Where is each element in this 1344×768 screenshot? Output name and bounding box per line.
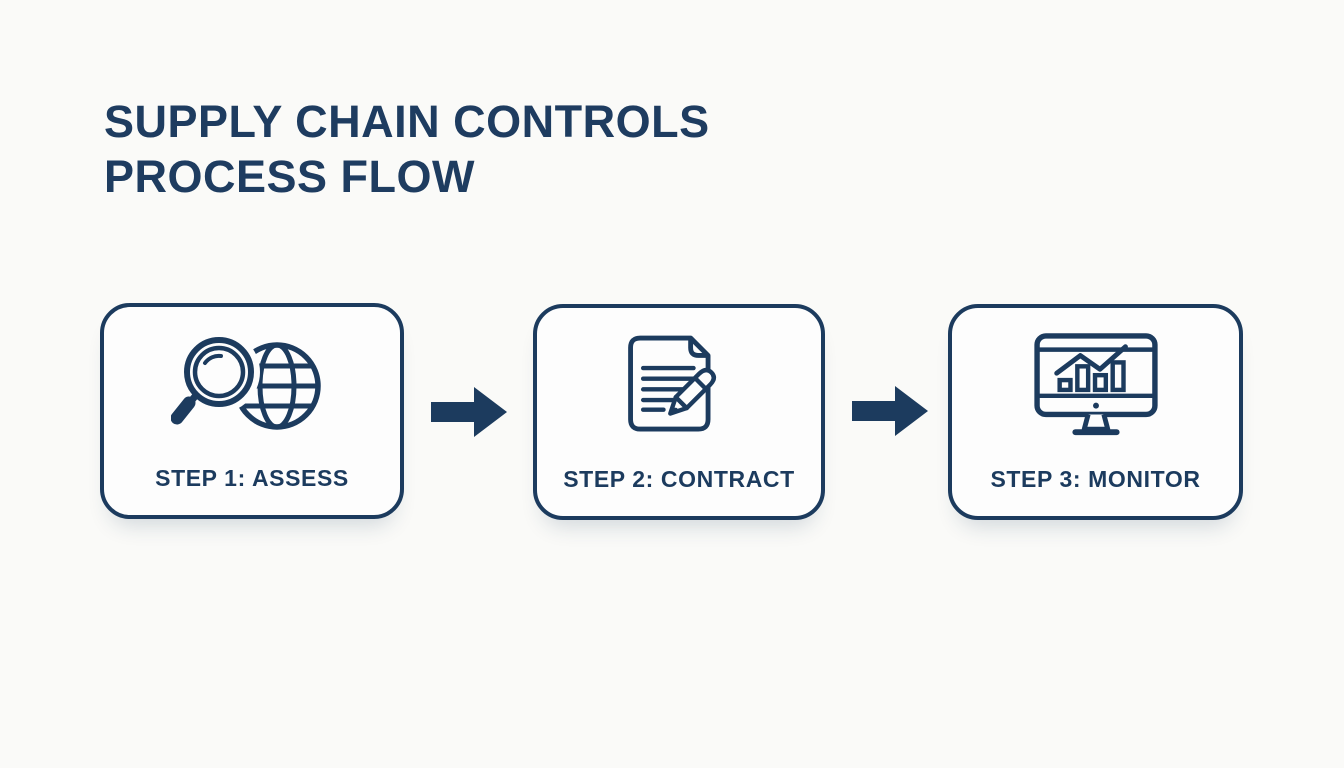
step-box-monitor: STEP 3: MONITOR bbox=[948, 304, 1243, 520]
page-title: SUPPLY CHAIN CONTROLS PROCESS FLOW bbox=[104, 94, 710, 204]
step-box-assess: STEP 1: ASSESS bbox=[100, 303, 404, 519]
right-arrow-icon bbox=[431, 384, 507, 440]
page-title-line-2: PROCESS FLOW bbox=[104, 151, 476, 202]
step-box-contract: STEP 2: CONTRACT bbox=[533, 304, 825, 520]
step-label-assess: STEP 1: ASSESS bbox=[155, 465, 349, 491]
magnifier-globe-icon bbox=[104, 329, 400, 439]
right-arrow-icon bbox=[852, 383, 928, 439]
document-pen-icon bbox=[537, 330, 821, 440]
monitor-chart-icon bbox=[952, 330, 1239, 440]
page-title-line-1: SUPPLY CHAIN CONTROLS bbox=[104, 96, 710, 147]
step-label-contract: STEP 2: CONTRACT bbox=[563, 466, 795, 492]
step-label-monitor: STEP 3: MONITOR bbox=[990, 466, 1201, 492]
